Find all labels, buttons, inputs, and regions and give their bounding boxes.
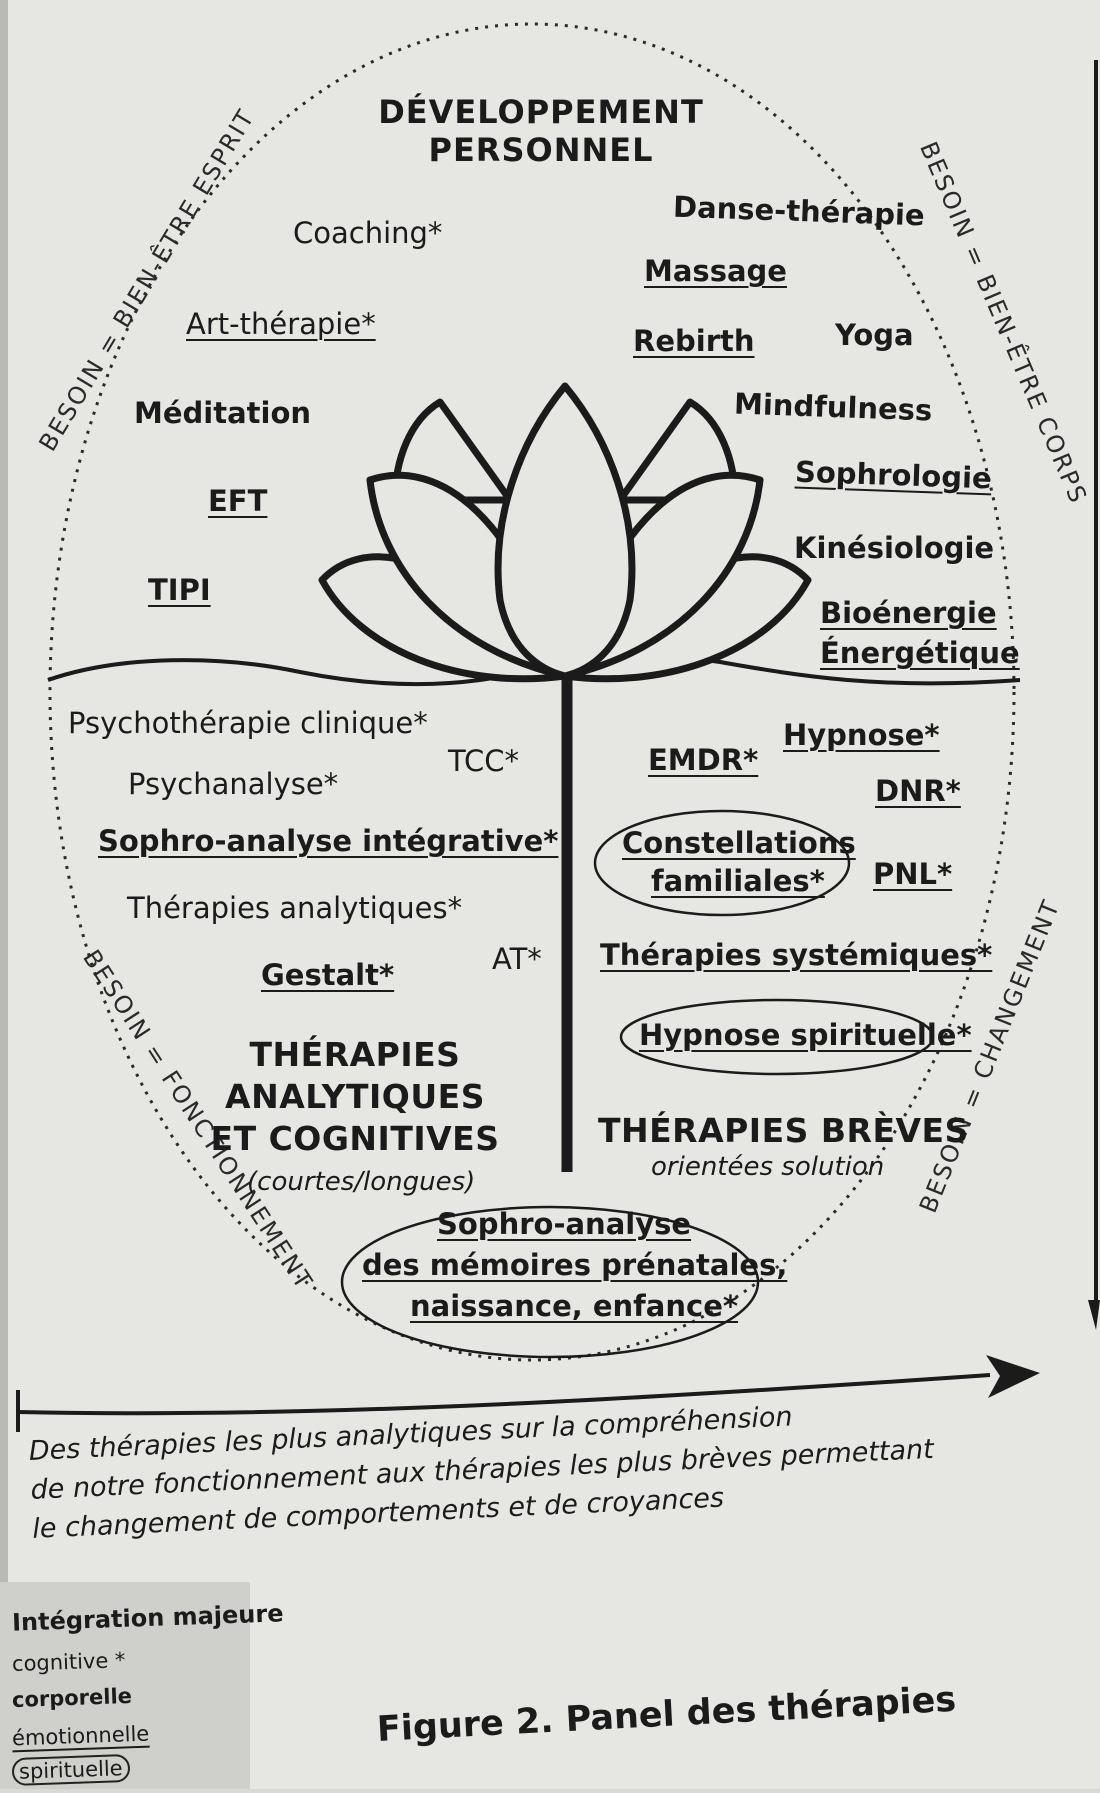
group-analytiques-subtitle: (courtes/longues): [247, 1167, 476, 1197]
title-line-1: DÉVELOPPEMENT: [378, 93, 704, 131]
group-therapies-analytiques: THÉRAPIES ANALYTIQUES ET COGNITIVES: [190, 1034, 520, 1160]
item-energetique: Énergétique: [820, 636, 1020, 670]
group-analytiques-line-1: THÉRAPIES: [249, 1035, 461, 1074]
item-massage: Massage: [644, 254, 787, 288]
item-hypnose: Hypnose*: [783, 718, 940, 752]
page-edge: [0, 0, 8, 1789]
group-therapies-breves: THÉRAPIES BRÈVES: [598, 1111, 969, 1150]
item-constellations: Constellations: [622, 826, 856, 860]
item-sophro-memoires-line-3: naissance, enfance*: [410, 1289, 739, 1323]
item-tcc: TCC*: [448, 744, 520, 778]
group-breves-subtitle: orientées solution: [651, 1152, 885, 1182]
legend-spirituelle-pill: spirituelle: [11, 1753, 131, 1787]
item-emdr: EMDR*: [648, 743, 759, 777]
constellations-oval: [593, 809, 851, 917]
item-sophro-memoires-line-2: des mémoires prénatales,: [362, 1248, 788, 1282]
title-line-2: PERSONNEL: [428, 130, 654, 169]
item-dnr: DNR*: [875, 774, 961, 808]
item-kinesiologie: Kinésiologie: [794, 531, 995, 565]
legend-spirituelle: spirituelle: [11, 1753, 131, 1787]
spectrum-arrow-head: [986, 1355, 1040, 1398]
item-meditation: Méditation: [134, 396, 312, 430]
item-bioenergie: Bioénergie: [820, 596, 997, 630]
item-pnl: PNL*: [873, 857, 953, 891]
diagram-title: DÉVELOPPEMENT PERSONNEL: [376, 93, 706, 170]
sophro-memoires-oval: [340, 1205, 760, 1359]
legend-cognitive: cognitive *: [11, 1648, 126, 1676]
item-sophrologie: Sophrologie: [794, 454, 993, 496]
legend-corporelle: corporelle: [11, 1683, 133, 1713]
item-hypnose-spirituelle: Hypnose spirituelle*: [639, 1018, 972, 1052]
item-mindfulness: Mindfulness: [733, 386, 933, 428]
legend-heading: Intégration majeure: [11, 1599, 284, 1637]
item-sophro-analyse-integrative: Sophro-analyse intégrative*: [98, 824, 559, 858]
item-gestalt: Gestalt*: [261, 958, 395, 992]
page-right-edge: [1086, 0, 1100, 1789]
item-art-therapie: Art-thérapie*: [186, 307, 376, 341]
book-page: [8, 0, 1100, 1789]
item-tipi: TIPI: [148, 573, 211, 607]
item-coaching: Coaching*: [293, 216, 443, 250]
group-analytiques-line-2: ANALYTIQUES: [225, 1076, 485, 1116]
group-analytiques-line-3: ET COGNITIVES: [210, 1118, 500, 1158]
legend-emotionnelle: émotionnelle: [11, 1721, 150, 1751]
lotus-flower: [318, 382, 812, 683]
item-psychanalyse: Psychanalyse*: [128, 767, 339, 801]
lotus-center-petal: [494, 382, 636, 680]
hypnose-spirituelle-oval: [619, 998, 935, 1076]
dotted-outline: [48, 22, 1016, 1362]
item-psychotherapie-clinique: Psychothérapie clinique*: [68, 706, 428, 740]
legend-box: Intégration majeure cognitive * corporel…: [0, 1582, 284, 1789]
item-eft: EFT: [208, 484, 268, 518]
item-therapies-systemiques: Thérapies systémiques*: [600, 938, 993, 972]
item-rebirth: Rebirth: [633, 324, 755, 358]
item-therapies-analytiques: Thérapies analytiques*: [127, 891, 463, 925]
item-familiales: familiales*: [651, 864, 825, 898]
item-at: AT*: [492, 942, 542, 976]
item-yoga: Yoga: [835, 318, 914, 352]
spectrum-arrow-line: [17, 1373, 991, 1416]
item-sophro-memoires-line-1: Sophro-analyse: [437, 1207, 692, 1241]
